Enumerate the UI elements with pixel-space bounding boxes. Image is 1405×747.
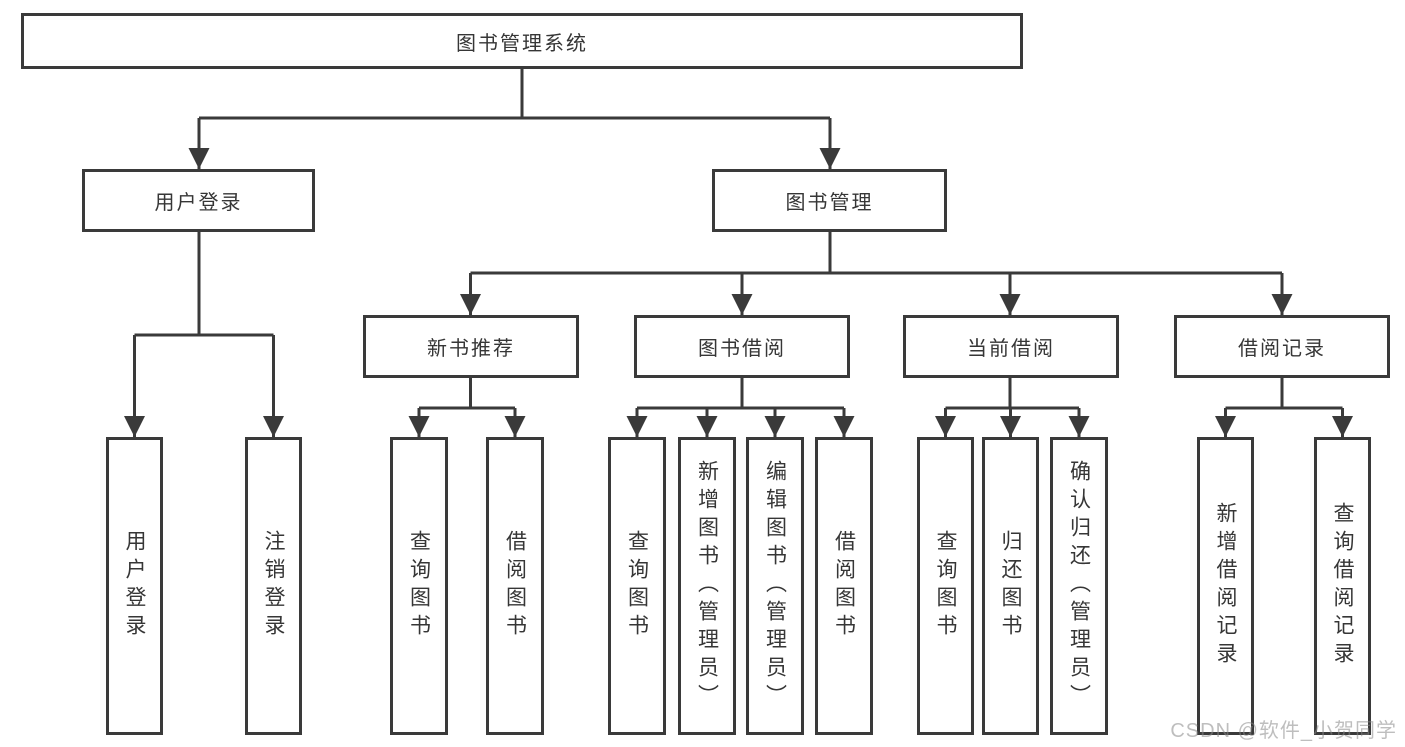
node-logout-leaf: 注销登录	[245, 437, 302, 735]
node-cb-return-book: 归还图书	[982, 437, 1039, 735]
node-nbr-borrow-books: 借阅图书	[486, 437, 544, 735]
node-br-add-record: 新增借阅记录	[1197, 437, 1254, 735]
node-cb-confirm-return-admin: 确认归还（管理员）	[1050, 437, 1108, 735]
node-bb-borrow-books: 借阅图书	[815, 437, 873, 735]
node-bb-query-books: 查询图书	[608, 437, 666, 735]
node-book-borrow: 图书借阅	[634, 315, 850, 378]
node-cb-query-books: 查询图书	[917, 437, 974, 735]
node-bb-add-book-admin: 新增图书（管理员）	[678, 437, 736, 735]
node-current-borrow: 当前借阅	[903, 315, 1119, 378]
node-new-book-recommend: 新书推荐	[363, 315, 579, 378]
node-borrow-records: 借阅记录	[1174, 315, 1390, 378]
node-user-login-leaf: 用户登录	[106, 437, 163, 735]
node-user-login: 用户登录	[82, 169, 315, 232]
node-library-management-system: 图书管理系统	[21, 13, 1023, 69]
node-br-query-record: 查询借阅记录	[1314, 437, 1371, 735]
node-nbr-query-books: 查询图书	[390, 437, 448, 735]
node-book-management: 图书管理	[712, 169, 947, 232]
node-bb-edit-book-admin: 编辑图书（管理员）	[746, 437, 804, 735]
